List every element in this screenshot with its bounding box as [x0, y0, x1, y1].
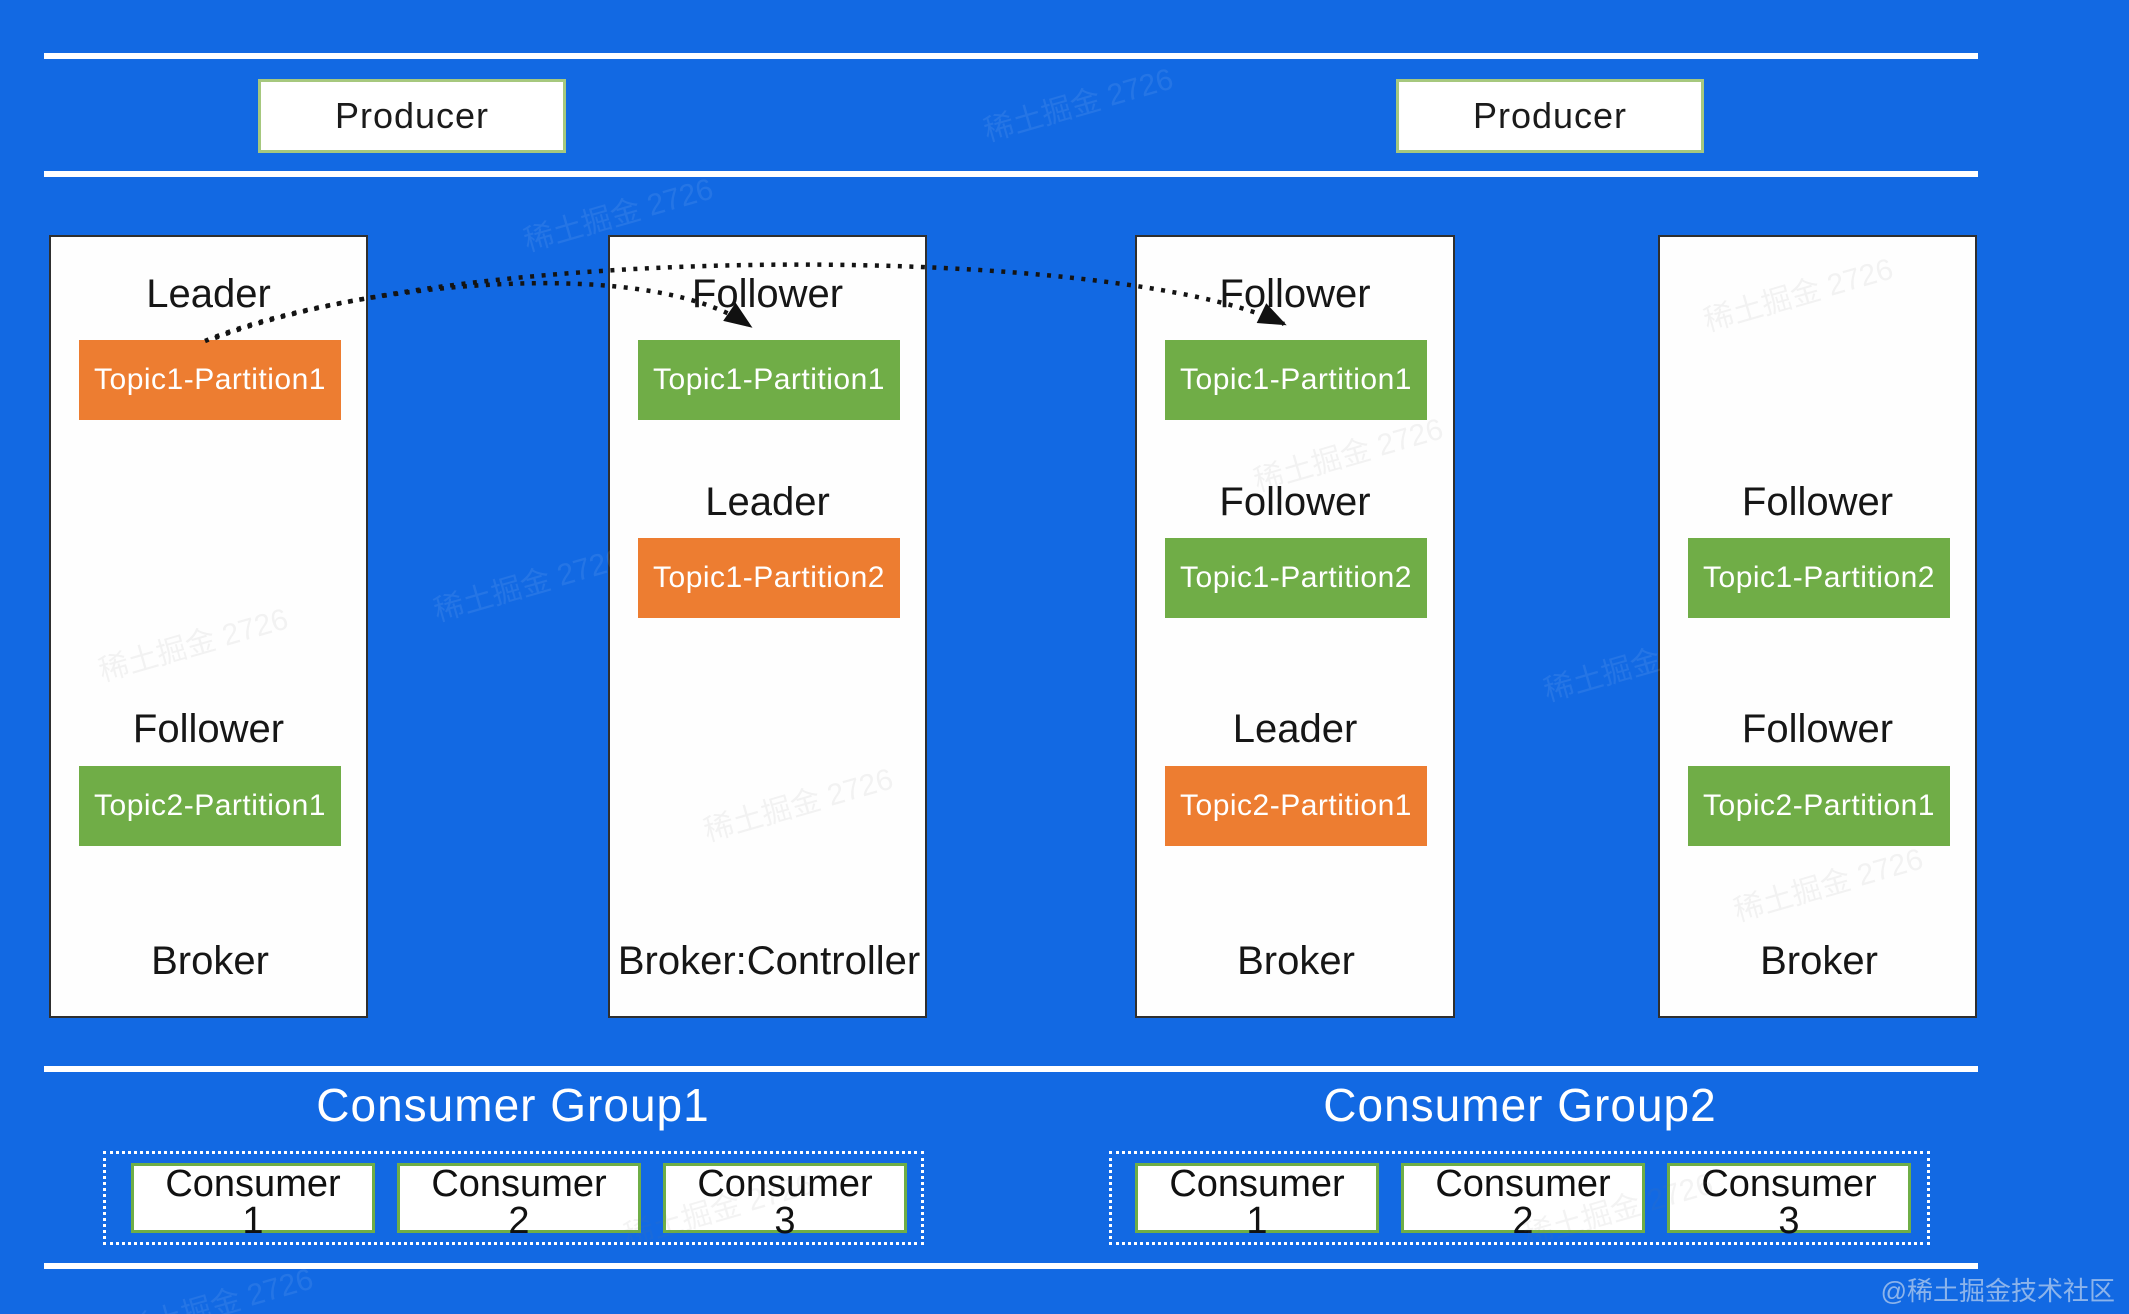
tile-watermark: 稀土掘金 2726 — [430, 542, 627, 629]
role-label: Leader — [1232, 707, 1358, 751]
consumer-group1-container — [103, 1151, 924, 1245]
consumer-group2-container — [1109, 1151, 1930, 1245]
broker-column-4: Follower Topic1-Partition2 Follower Topi… — [1658, 235, 1977, 1018]
consumer-name: Consumer — [165, 1163, 341, 1205]
partition-box-leader: Topic1-Partition1 — [79, 340, 341, 420]
consumer-number: 2 — [1512, 1200, 1534, 1242]
role-label: Follower — [1219, 480, 1371, 524]
role-label: Leader — [705, 480, 830, 524]
consumer-group2-title: Consumer Group2 — [1323, 1079, 1717, 1131]
consumer-name: Consumer — [1435, 1163, 1611, 1205]
consumer-number: 1 — [242, 1200, 264, 1242]
broker-footer-label: Broker — [151, 939, 269, 983]
role-label: Follower — [132, 707, 285, 751]
role-label: Follower — [691, 272, 844, 316]
partition-box-follower: Topic1-Partition1 — [1165, 340, 1427, 420]
consumer-name: Consumer — [1169, 1163, 1345, 1205]
role-label: Follower — [1219, 272, 1371, 316]
role-label: Follower — [1741, 480, 1894, 524]
producer-box-1: Producer — [258, 79, 566, 153]
partition-box-follower: Topic2-Partition1 — [79, 766, 341, 846]
consumer-box: Consumer 3 — [663, 1163, 907, 1240]
broker-column-1: Leader Topic1-Partition1 Follower Topic2… — [49, 235, 368, 1018]
broker-footer-label: Broker — [1237, 939, 1355, 983]
consumer-name: Consumer — [697, 1163, 873, 1205]
consumer-box: Consumer 2 — [397, 1163, 641, 1240]
consumer-number: 1 — [1246, 1200, 1268, 1242]
site-watermark: @稀土掘金技术社区 — [1880, 1276, 2115, 1306]
partition-box-follower: Topic2-Partition1 — [1688, 766, 1950, 846]
consumer-group1-title: Consumer Group1 — [316, 1079, 710, 1131]
consumer-name: Consumer — [1701, 1163, 1877, 1205]
consumer-box: Consumer 1 — [1135, 1163, 1379, 1240]
partition-box-follower: Topic1-Partition2 — [1165, 538, 1427, 618]
partition-box-follower: Topic1-Partition1 — [638, 340, 900, 420]
consumer-box: Consumer 1 — [131, 1163, 375, 1240]
consumer-number: 3 — [774, 1200, 796, 1242]
broker-column-3: Follower Topic1-Partition1 Follower Topi… — [1135, 235, 1455, 1018]
broker-footer-label: Broker — [1760, 939, 1878, 983]
partition-box-leader: Topic1-Partition2 — [638, 538, 900, 618]
consumer-number: 2 — [508, 1200, 530, 1242]
consumer-name: Consumer — [431, 1163, 607, 1205]
broker-controller-label: Broker:Controller — [617, 939, 921, 983]
consumer-number: 3 — [1778, 1200, 1800, 1242]
partition-box-follower: Topic1-Partition2 — [1688, 538, 1950, 618]
producer-box-2: Producer — [1396, 79, 1704, 153]
consumer-box: Consumer 3 — [1667, 1163, 1911, 1240]
producer-rail-top — [44, 53, 1978, 59]
consumer-rail-top — [44, 1066, 1978, 1072]
broker-column-2: Follower Topic1-Partition1 Leader Topic1… — [608, 235, 927, 1018]
tile-watermark: 稀土掘金 2726 — [980, 62, 1177, 149]
consumer-box: Consumer 2 — [1401, 1163, 1645, 1240]
role-label: Leader — [146, 272, 271, 316]
role-label: Follower — [1741, 707, 1894, 751]
consumer-rail-bottom — [44, 1263, 1978, 1269]
partition-box-leader: Topic2-Partition1 — [1165, 766, 1427, 846]
producer-rail-bottom — [44, 171, 1978, 177]
